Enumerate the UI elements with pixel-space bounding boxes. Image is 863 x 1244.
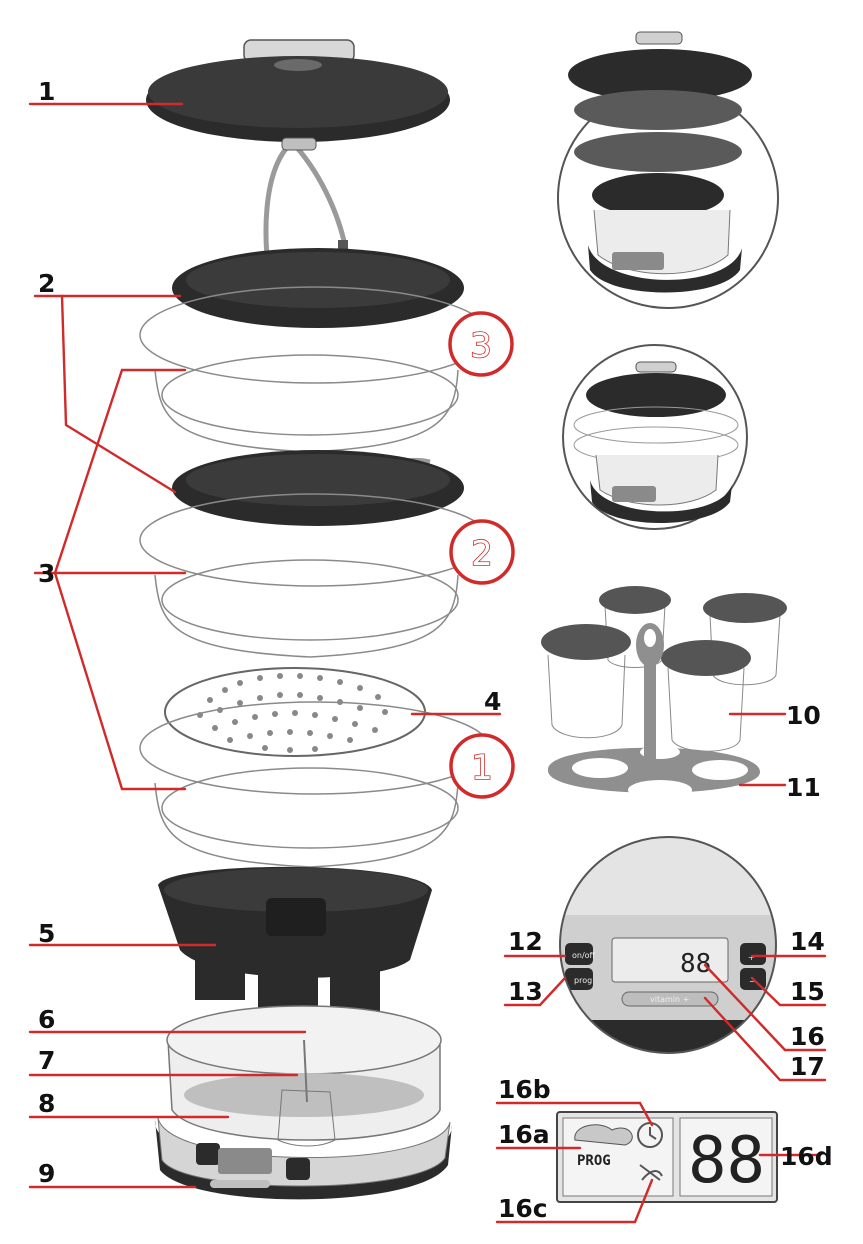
callout-16: 16 (790, 1022, 825, 1051)
assembled-view-compact (563, 345, 747, 529)
base (155, 1006, 452, 1199)
lid (146, 40, 450, 142)
callout-16a: 16a (498, 1120, 550, 1149)
callout-2: 2 (38, 269, 55, 298)
svg-text:3: 3 (470, 326, 492, 366)
callout-8: 8 (38, 1089, 55, 1118)
callout-12: 12 (508, 927, 543, 956)
callout-14: 14 (790, 927, 825, 956)
callout-4: 4 (484, 687, 501, 716)
callout-1: 1 (38, 77, 55, 106)
assembled-view-full (558, 32, 778, 308)
display-detail: PROG 88 (557, 1112, 777, 1202)
svg-text:2: 2 (471, 534, 493, 574)
callout-13: 13 (508, 977, 543, 1006)
callout-16c: 16c (498, 1194, 548, 1223)
callout-11: 11 (786, 773, 821, 802)
callout-6: 6 (38, 1005, 55, 1034)
plus-button-label: + (748, 953, 755, 962)
rice-bowl-upper (172, 248, 464, 328)
svg-text:1: 1 (471, 748, 493, 788)
ramekins (541, 586, 787, 751)
tier-number-2: 2 (451, 521, 513, 583)
prog-button-label: prog (574, 976, 592, 985)
display-digits-large: 88 (688, 1124, 765, 1198)
callout-17: 17 (790, 1052, 825, 1081)
tier-number-3: 3 (450, 313, 512, 375)
callout-9: 9 (38, 1159, 55, 1188)
callout-3: 3 (38, 559, 55, 588)
callout-16b: 16b (498, 1075, 551, 1104)
panel-display-digits: 88 (680, 949, 711, 979)
callout-7: 7 (38, 1046, 55, 1075)
prog-indicator: PROG (577, 1153, 611, 1169)
tier-number-1: 1 (451, 735, 513, 797)
control-panel-zoom: on/off prog + − vitamin + 88 (555, 835, 785, 1065)
callout-15: 15 (790, 977, 825, 1006)
callout-10: 10 (786, 701, 821, 730)
callout-5: 5 (38, 919, 55, 948)
vitamin-button-label: vitamin + (650, 995, 689, 1004)
rice-bowl-lower (172, 450, 464, 526)
on-off-button-label: on/off (572, 951, 596, 960)
callout-16d: 16d (780, 1142, 833, 1171)
